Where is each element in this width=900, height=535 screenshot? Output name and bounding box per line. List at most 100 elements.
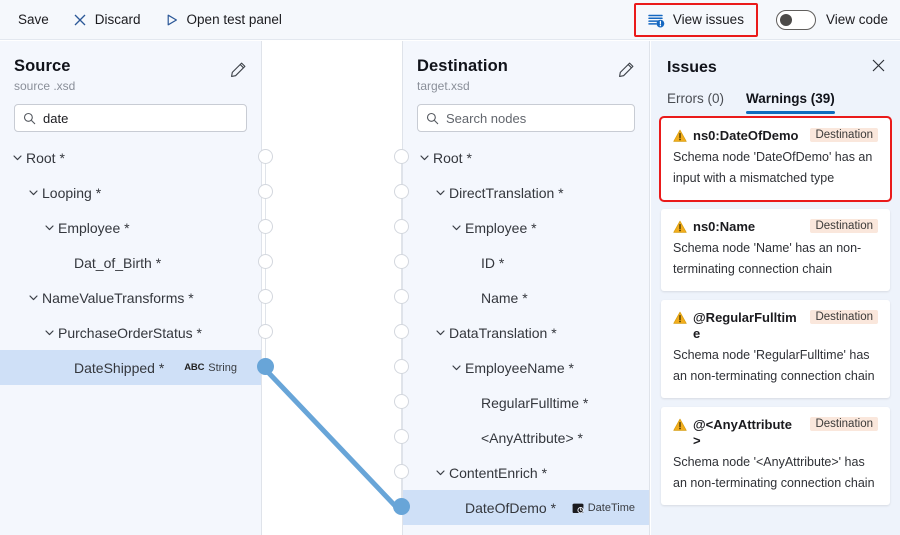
save-button[interactable]: Save [8,6,59,34]
tree-node-row[interactable]: DirectTranslation * [403,175,649,210]
connector-handle[interactable] [393,149,409,164]
chevron-down-icon[interactable] [433,187,447,198]
chevron-down-icon[interactable] [449,362,463,373]
connector-handle[interactable] [256,358,274,375]
connector-handle[interactable] [393,464,409,479]
connector-handle[interactable] [393,289,409,304]
tree-node-row[interactable]: PurchaseOrderStatus * [0,315,261,350]
chevron-down-icon[interactable] [433,327,447,338]
tree-node-row[interactable]: ID * [403,245,649,280]
source-edit-pencil-icon[interactable] [230,61,247,78]
tree-node-row[interactable]: NameValueTransforms * [0,280,261,315]
discard-button[interactable]: Discard [63,6,151,34]
tree-node-row[interactable]: Employee * [0,210,261,245]
close-x-icon [73,13,87,27]
play-triangle-icon [165,13,179,27]
destination-search-box[interactable] [417,104,635,132]
issue-card-header: @RegularFulltime Destination [673,310,878,342]
node-type-label: DateTime [587,501,635,514]
warning-triangle-icon [673,220,687,234]
chevron-down-icon[interactable] [433,467,447,478]
tree-node-label: DateShipped * [74,359,165,376]
tree-node-label: Employee * [58,219,130,236]
tree-node-row[interactable]: Looping * [0,175,261,210]
node-type-chip: DateTime [572,502,635,514]
source-search-box[interactable] [14,104,247,132]
chevron-down-icon[interactable] [417,152,431,163]
view-issues-button[interactable]: View issues [638,6,754,34]
tree-node-label: EmployeeName * [465,359,574,376]
chevron-down-icon[interactable] [26,292,40,303]
connector-handle[interactable] [393,184,409,199]
view-code-toggle-row: View code [775,9,888,30]
chevron-down-icon[interactable] [42,222,56,233]
node-type-label: String [208,361,237,374]
view-code-toggle[interactable] [775,9,816,30]
connector-handle[interactable] [393,324,409,339]
tree-node-row[interactable]: Dat_of_Birth * [0,245,261,280]
connector-handle[interactable] [257,289,273,304]
tree-node-row[interactable]: ContentEnrich * [403,455,649,490]
issues-tab[interactable]: Warnings (39) [746,91,835,114]
destination-edit-pencil-icon[interactable] [618,61,635,78]
source-panel: Source source .xsd Root * Looping * Employ… [0,41,262,535]
chevron-down-icon[interactable] [449,222,463,233]
tree-node-row[interactable]: <AnyAttribute> * [403,420,649,455]
connector-handle[interactable] [393,254,409,269]
mapping-canvas[interactable] [263,41,402,535]
tree-node-label: ID * [481,254,505,271]
connector-handle[interactable] [393,394,409,409]
connector-handle[interactable] [257,324,273,339]
tree-node-label: PurchaseOrderStatus * [58,324,202,341]
tree-node-label: Root * [26,149,65,166]
tree-node-label: RegularFulltime * [481,394,589,411]
tree-node-row[interactable]: Root * [0,140,261,175]
issues-tab[interactable]: Errors (0) [667,91,724,106]
destination-panel: Destination target.xsd Root *DirectTrans… [402,41,650,535]
warning-triangle-icon [673,311,687,325]
issue-scope-badge: Destination [810,128,878,142]
connector-handle[interactable] [257,184,273,199]
chevron-down-icon[interactable] [42,327,56,338]
source-search-input[interactable] [43,110,238,126]
connector-handle[interactable] [257,254,273,269]
tree-node-row[interactable]: Name * [403,280,649,315]
destination-title: Destination [417,57,508,75]
tree-node-row[interactable]: Employee * [403,210,649,245]
destination-search-input[interactable] [446,110,626,126]
chevron-down-icon[interactable] [10,152,24,163]
connector-handle[interactable] [257,219,273,234]
issue-description: Schema node '<AnyAttribute>' has an non-… [673,455,875,490]
tree-node-row[interactable]: RegularFulltime * [403,385,649,420]
issue-node-name: @RegularFulltime [693,310,797,341]
tree-node-row[interactable]: Root * [403,140,649,175]
issue-scope-badge: Destination [810,310,878,324]
source-header: Source source .xsd [0,41,261,93]
issue-scope-badge: Destination [810,219,878,233]
destination-subtitle: target.xsd [417,79,470,93]
tree-node-label: DataTranslation * [449,324,557,341]
discard-label: Discard [94,12,141,27]
connector-handle[interactable] [393,219,409,234]
tree-node-label: DateOfDemo * [465,499,557,516]
tree-node-label: <AnyAttribute> * [481,429,583,446]
connector-handle[interactable] [393,359,409,374]
tree-node-row[interactable]: EmployeeName * [403,350,649,385]
chevron-down-icon[interactable] [26,187,40,198]
tree-node-row[interactable]: DateOfDemo * DateTime [403,490,649,525]
connector-handle[interactable] [392,498,410,515]
connector-handle[interactable] [393,429,409,444]
connector-handle[interactable] [257,149,273,164]
destination-header: Destination target.xsd [403,41,649,93]
close-icon[interactable] [871,58,886,73]
tree-node-row[interactable]: DataTranslation * [403,315,649,350]
open-test-panel-button[interactable]: Open test panel [155,6,292,34]
